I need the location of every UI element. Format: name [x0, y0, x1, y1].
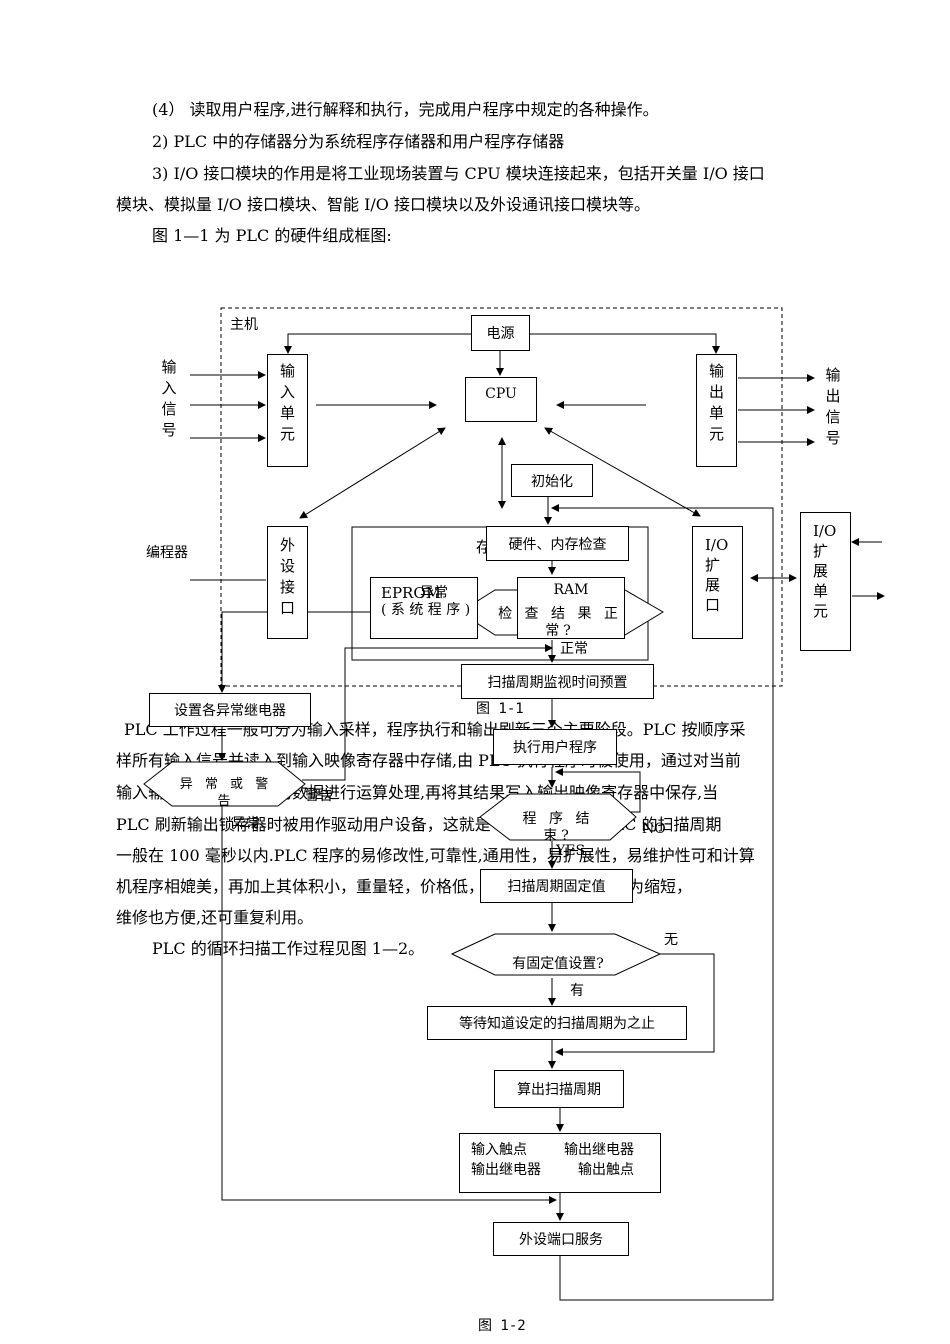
output-unit-box: 输出单元: [696, 354, 737, 467]
service-box: 外设端口服务: [493, 1222, 629, 1256]
paragraph-5e: 一般在 100 毫秒以内.PLC 程序的易修改性,可靠性,通用性，易扩展性，易维…: [116, 846, 755, 865]
io-expand-unit-box: I/O扩展单元: [800, 512, 851, 651]
paragraph-3b: 模块、模拟量 I/O 接口模块、智能 I/O 接口模块以及外设通讯接口模块等。: [116, 195, 651, 214]
paragraph-5g: 维修也方便,还可重复利用。: [116, 908, 314, 927]
io-input-contact: 输入触点: [471, 1142, 527, 1158]
normal-tag: 正常: [560, 641, 588, 657]
has-fixed-label: 有固定值设置?: [512, 955, 604, 972]
warning-tag: 警告: [305, 788, 333, 804]
power-box: 电源: [471, 315, 530, 351]
io-output-relay: 输出继电器: [564, 1142, 634, 1158]
input-unit-box: 输入单元: [267, 354, 308, 467]
programmer-label: 编程器: [146, 545, 188, 561]
eprom-box: EPROM ( 系 统 程 序 ): [370, 577, 478, 639]
fixed-scan-box: 扫描周期固定值: [480, 869, 633, 903]
paragraph-6: PLC 的循环扫描工作过程见图 1—2。: [152, 939, 425, 958]
none-tag: 无: [664, 932, 678, 948]
peripheral-port-box: 外设接口: [267, 526, 308, 639]
init-box: 初始化: [511, 464, 593, 497]
eprom-label: EPROM: [381, 584, 441, 602]
eprom-sub-label: ( 系 统 程 序 ): [381, 602, 471, 618]
ram-label: RAM: [553, 582, 589, 598]
alarm-label: 异 常 或 警 告: [179, 777, 273, 809]
run-program-box: 执行用户程序: [493, 729, 617, 765]
cpu-box: CPU: [465, 377, 537, 422]
has-fixed-diamond: [450, 933, 662, 976]
host-label: 主机: [230, 317, 258, 333]
set-relay-box: 设置各异常继电器: [149, 693, 311, 727]
cpu-label: CPU: [485, 386, 517, 402]
ram-box: RAM: [517, 577, 625, 639]
alarm-diamond: [143, 761, 306, 807]
peripheral-port-label: 外设接口: [279, 536, 295, 617]
has-tag: 有: [570, 983, 584, 999]
output-signal-label: 输出信号: [825, 366, 841, 447]
io-expand-port-label: I/O扩展口: [705, 536, 729, 614]
hw-check-box: 硬件、内存检查: [486, 526, 629, 561]
input-signal-label: 输入信号: [161, 358, 177, 439]
watchdog-box: 扫描周期监视时间预置: [461, 664, 654, 699]
paragraph-1: (4） 读取用户程序,进行解释和执行，完成用户程序中规定的各种操作。: [152, 100, 659, 119]
io-output-contact: 输出触点: [578, 1162, 634, 1178]
io-expand-unit-label: I/O扩展单元: [813, 522, 837, 620]
calc-box: 算出扫描周期: [494, 1070, 624, 1108]
output-unit-label: 输出单元: [708, 362, 724, 443]
io-output-relay-2: 输出继电器: [471, 1162, 541, 1178]
program-end-diamond: [479, 793, 637, 841]
input-unit-label: 输入单元: [279, 362, 295, 443]
check-ok-label: 检 查 结 果 正 常?: [498, 606, 622, 639]
figure-1-1-caption: 图 1-1: [476, 701, 524, 717]
paragraph-2: 2) PLC 中的存储器分为系统程序存储器和用户程序存储器: [152, 132, 565, 151]
paragraph-4: 图 1—1 为 PLC 的硬件组成框图:: [152, 226, 392, 245]
wait-box: 等待知道设定的扫描周期为之止: [427, 1006, 687, 1040]
io-refresh-box: 输入触点 输出继电器 输出继电器 输出触点: [459, 1133, 661, 1193]
yes-tag: YES: [556, 843, 586, 859]
no-tag: NO: [642, 821, 666, 837]
paragraph-3a: 3) I/O 接口模块的作用是将工业现场装置与 CPU 模块连接起来，包括开关量…: [152, 164, 765, 183]
figure-1-2-caption: 图 1-2: [478, 1318, 526, 1334]
program-end-label: 程 序 结 束?: [522, 811, 594, 844]
abnormal-tag: 异常: [420, 585, 448, 601]
abnormal-tag-2: 异常: [232, 816, 260, 832]
io-expand-port-box: I/O扩展口: [692, 526, 743, 639]
